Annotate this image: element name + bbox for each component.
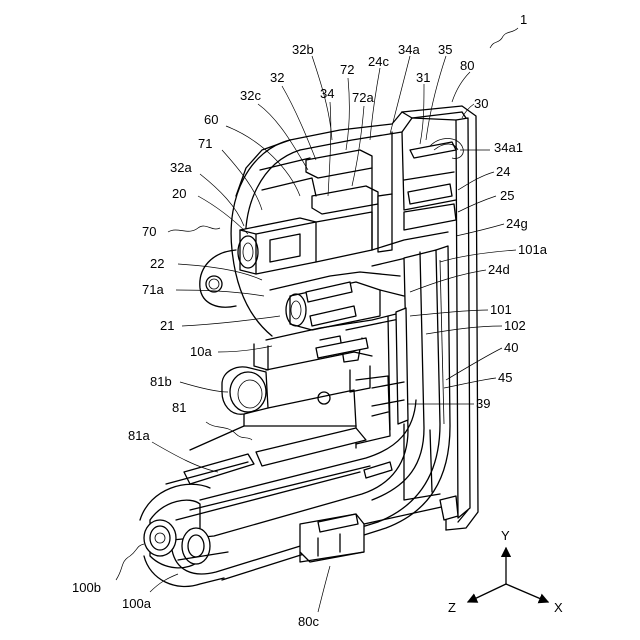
label-102: 102 (504, 318, 526, 333)
label-34a1: 34a1 (494, 140, 523, 155)
axis-label-z: Z (448, 600, 456, 615)
label-32a: 32a (170, 160, 192, 175)
label-24g: 24g (506, 216, 528, 231)
x-axis-arrow (506, 584, 548, 602)
label-32b: 32b (292, 42, 314, 57)
label-20: 20 (172, 186, 186, 201)
label-10a: 10a (190, 344, 212, 359)
label-81a: 81a (128, 428, 150, 443)
label-71: 71 (198, 136, 212, 151)
label-72a: 72a (352, 90, 374, 105)
label-25: 25 (500, 188, 514, 203)
label-45: 45 (498, 370, 512, 385)
label-80: 80 (460, 58, 474, 73)
label-32: 32 (270, 70, 284, 85)
coordinate-axes: Y X Z (448, 528, 563, 615)
label-60: 60 (204, 112, 218, 127)
z-axis-arrow (468, 584, 506, 602)
label-31: 31 (416, 70, 430, 85)
label-34a: 34a (398, 42, 420, 57)
cylinder-21 (270, 272, 404, 330)
label-81: 81 (172, 400, 186, 415)
label-21: 21 (160, 318, 174, 333)
label-22: 22 (150, 256, 164, 271)
label-70: 70 (142, 224, 156, 239)
label-39: 39 (476, 396, 490, 411)
lower-frame-81 (190, 352, 404, 450)
label-100b: 100b (72, 580, 101, 595)
label-35: 35 (438, 42, 452, 57)
label-24d: 24d (488, 262, 510, 277)
axis-label-x: X (554, 600, 563, 615)
label-24c: 24c (368, 54, 389, 69)
label-101a: 101a (518, 242, 548, 257)
label-80c: 80c (298, 614, 319, 629)
label-72: 72 (340, 62, 354, 77)
label-32c: 32c (240, 88, 261, 103)
label-40: 40 (504, 340, 518, 355)
connector-20 (238, 212, 372, 274)
label-1: 1 (520, 12, 527, 27)
label-101: 101 (490, 302, 512, 317)
axis-label-y: Y (501, 528, 510, 543)
label-30: 30 (474, 96, 488, 111)
label-34: 34 (320, 86, 334, 101)
label-71a: 71a (142, 282, 164, 297)
label-81b: 81b (150, 374, 172, 389)
label-100a: 100a (122, 596, 152, 611)
label-24: 24 (496, 164, 510, 179)
